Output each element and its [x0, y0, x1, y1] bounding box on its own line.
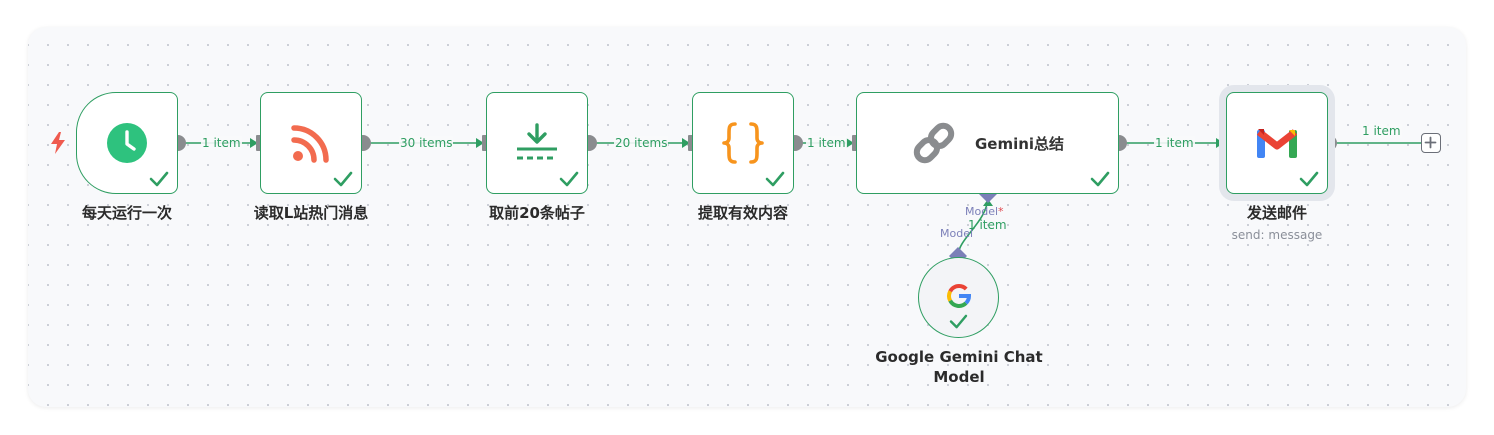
node-label-model-line1: Google Gemini Chat: [875, 348, 1043, 366]
success-check-icon: [1299, 171, 1319, 187]
code-braces-icon: [722, 122, 764, 164]
success-check-icon: [949, 314, 968, 329]
google-g-icon: [946, 283, 971, 308]
edge-label-gmail-out: 1 item: [1361, 124, 1402, 138]
node-label-gmail: 发送邮件: [1246, 204, 1307, 222]
node-extract-code[interactable]: [692, 92, 794, 194]
node-label-rss: 读取L站热门消息: [253, 204, 369, 222]
node-gemini-summary[interactable]: Gemini总结: [856, 92, 1119, 194]
edge-label-rss-limit: 30 items: [399, 136, 454, 150]
chain-link-icon: [913, 122, 955, 164]
clock-icon: [107, 123, 147, 163]
node-label-extract: 提取有效内容: [697, 204, 788, 222]
gmail-icon: [1256, 129, 1298, 158]
edge-label-schedule-rss: 1 item: [201, 136, 242, 150]
edge-label-model-gemini: 1 item: [968, 218, 1007, 232]
node-sublabel-gmail: send: message: [1231, 228, 1323, 242]
limit-icon: [517, 123, 557, 160]
port-label-gemini-model: Model*: [965, 205, 1004, 218]
edge-label-gemini-gmail: 1 item: [1154, 136, 1195, 150]
node-title-gemini: Gemini总结: [974, 134, 1065, 153]
node-google-gemini-chat-model[interactable]: [918, 257, 999, 338]
success-check-icon: [149, 171, 169, 187]
edge-label-limit-extract: 20 items: [614, 136, 669, 150]
success-check-icon: [1090, 171, 1110, 187]
plus-icon: [1424, 136, 1437, 149]
rss-icon: [291, 125, 329, 163]
node-label-schedule: 每天运行一次: [81, 204, 172, 222]
node-label-model-line2: Model: [933, 368, 985, 386]
node-gmail-send[interactable]: [1226, 92, 1328, 194]
success-check-icon: [765, 171, 785, 187]
success-check-icon: [559, 171, 579, 187]
edge-label-extract-gemini: 1 item: [806, 136, 847, 150]
node-schedule-trigger[interactable]: [76, 92, 178, 194]
add-node-button[interactable]: [1421, 133, 1441, 153]
trigger-bolt-icon: [51, 132, 65, 154]
node-rss-read[interactable]: [260, 92, 362, 194]
success-check-icon: [333, 171, 353, 187]
node-limit[interactable]: [486, 92, 588, 194]
node-label-limit: 取前20条帖子: [489, 204, 585, 222]
workflow-canvas[interactable]: [28, 27, 1466, 407]
port-label-model-output: Model: [940, 227, 974, 240]
